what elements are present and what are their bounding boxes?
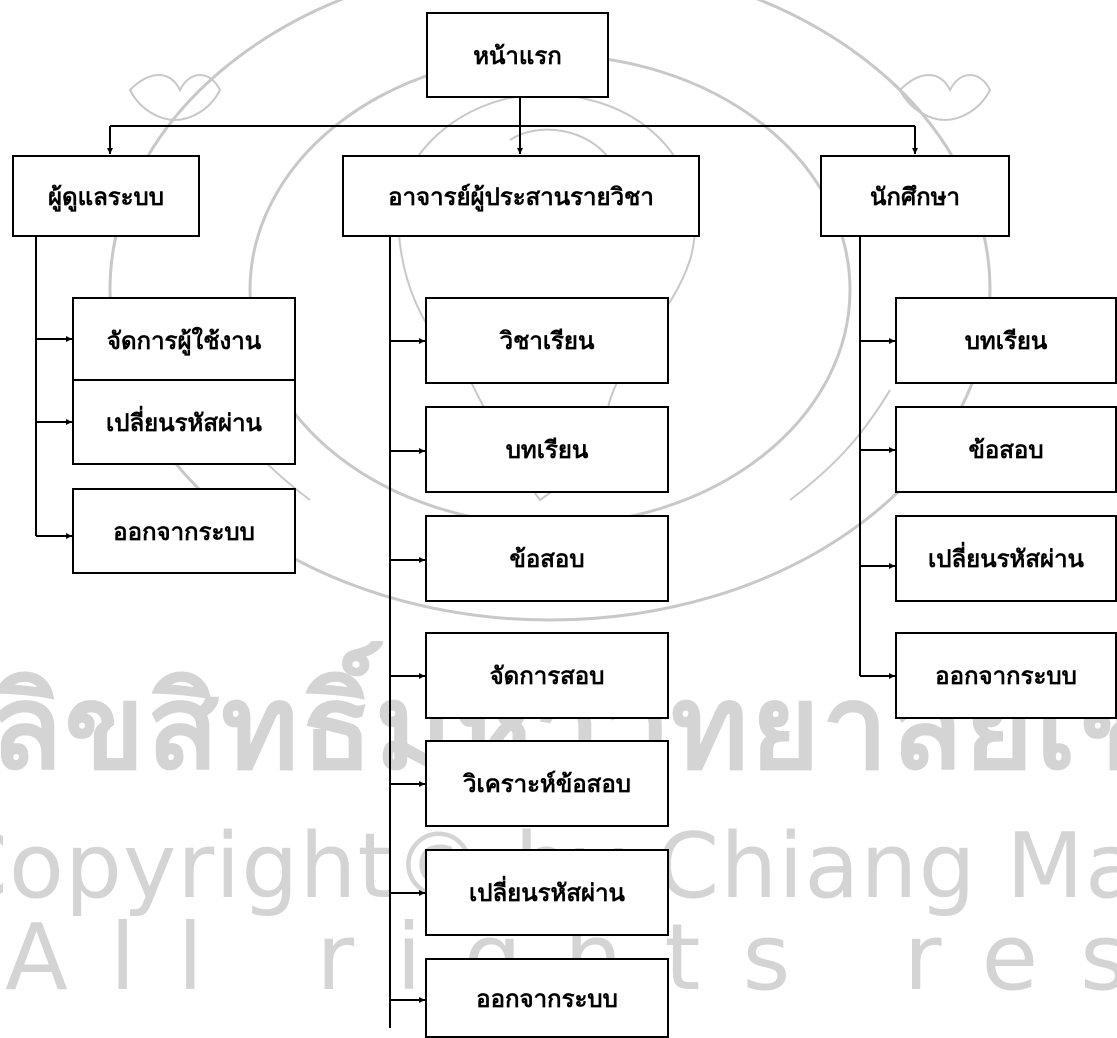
coordinator-item-logout: ออกจากระบบ [425, 958, 669, 1038]
coordinator-item-lessons: บทเรียน [425, 406, 669, 493]
student-item-lessons: บทเรียน [895, 297, 1117, 384]
root-node-home: หน้าแรก [426, 12, 609, 98]
student-item-exam-questions: ข้อสอบ [895, 406, 1117, 493]
coordinator-item-courses: วิชาเรียน [425, 297, 669, 384]
student-item-logout: ออกจากระบบ [895, 632, 1117, 719]
admin-item-logout: ออกจากระบบ [72, 488, 296, 574]
coordinator-item-exam-questions: ข้อสอบ [425, 515, 669, 602]
role-node-coordinator: อาจารย์ผู้ประสานรายวิชา [342, 155, 700, 237]
role-node-student: นักศึกษา [820, 155, 1010, 237]
coordinator-item-manage-exams: จัดการสอบ [425, 632, 669, 719]
role-node-admin: ผู้ดูแลระบบ [12, 155, 200, 237]
coordinator-item-change-password: เปลี่ยนรหัสผ่าน [425, 849, 669, 936]
admin-item-manage-users: จัดการผู้ใช้งาน [72, 297, 296, 383]
admin-item-change-password: เปลี่ยนรหัสผ่าน [72, 379, 296, 465]
student-item-change-password: เปลี่ยนรหัสผ่าน [895, 515, 1117, 602]
coordinator-item-analyze-exams: วิเคราะห์ข้อสอบ [425, 740, 669, 827]
